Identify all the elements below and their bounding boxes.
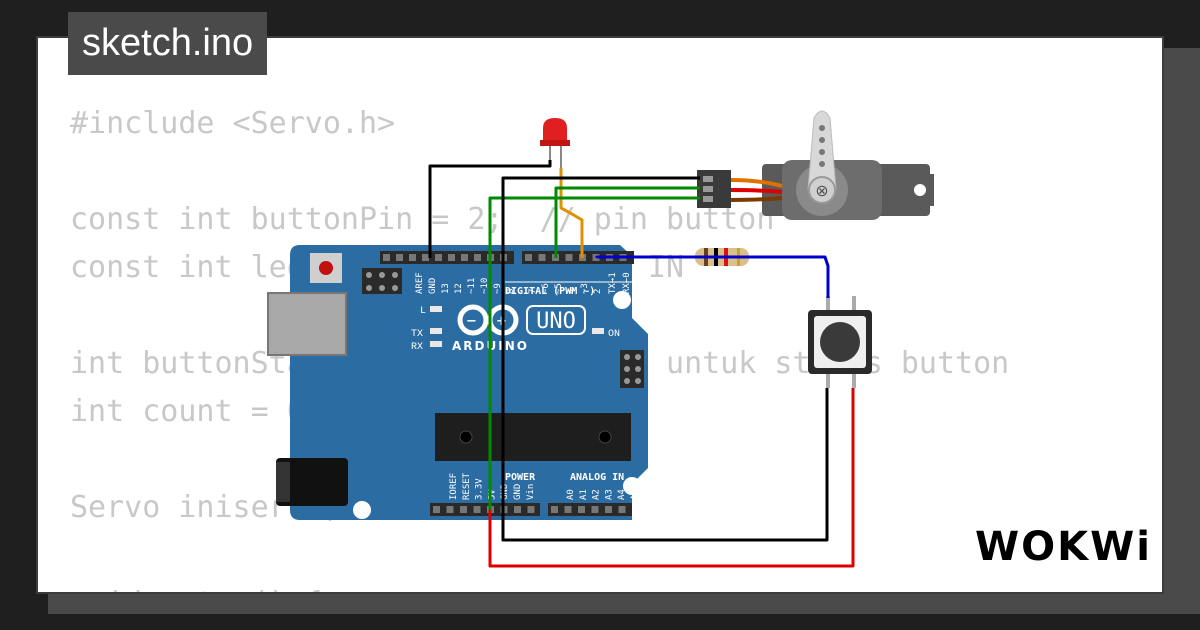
svg-text:+: + bbox=[496, 314, 507, 329]
pin-hole[interactable] bbox=[578, 506, 585, 513]
pin-hole[interactable] bbox=[527, 506, 535, 513]
header-power bbox=[430, 503, 540, 516]
pin-label: ~10 bbox=[480, 278, 490, 294]
code-line: void setup() { bbox=[70, 580, 1009, 592]
pin-hole[interactable] bbox=[409, 254, 416, 261]
icsp-header bbox=[362, 268, 402, 294]
digital-label: DIGITAL (PWM ~) bbox=[505, 286, 595, 297]
led-tx bbox=[430, 328, 442, 334]
wire-servo-5v bbox=[488, 196, 700, 510]
red-led[interactable] bbox=[540, 118, 570, 168]
pin-label: GND bbox=[500, 484, 510, 500]
pin-label: ~11 bbox=[467, 278, 477, 294]
pin-label: ~5 bbox=[554, 283, 564, 294]
mounting-hole bbox=[613, 291, 631, 309]
pin-label: 3.3V bbox=[475, 478, 485, 500]
code-line: #include <Servo.h> bbox=[70, 106, 396, 141]
pin-hole[interactable] bbox=[446, 506, 454, 513]
push-button[interactable] bbox=[808, 296, 872, 388]
usb-port bbox=[267, 292, 347, 356]
wire-servo-gnd bbox=[501, 176, 829, 542]
pin-hole[interactable] bbox=[591, 506, 599, 513]
pin-label: 12 bbox=[454, 283, 464, 294]
pin-label: RESET bbox=[462, 472, 472, 500]
pin-label: A4 bbox=[617, 489, 627, 500]
wire-led-pin3 bbox=[559, 168, 584, 258]
uno-label: UNO bbox=[536, 309, 576, 334]
pin-label: RX←0 bbox=[622, 272, 632, 294]
servo-connector bbox=[697, 170, 783, 208]
led-tx-label: TX bbox=[411, 329, 423, 340]
code-line: const int buttonPin = 2; // pin button bbox=[70, 202, 775, 237]
power-jack bbox=[276, 458, 348, 506]
pin-hole[interactable] bbox=[551, 506, 558, 513]
pin-hole[interactable] bbox=[605, 506, 612, 513]
wire-servo-signal bbox=[554, 186, 700, 258]
icsp-header-right bbox=[620, 350, 644, 388]
pin-label: A0 bbox=[566, 489, 576, 500]
pin-hole[interactable] bbox=[473, 506, 481, 513]
led-rx-label: RX bbox=[411, 342, 423, 353]
pin-hole[interactable] bbox=[396, 254, 403, 261]
pin-hole[interactable] bbox=[460, 506, 467, 513]
pin-label: 8 bbox=[506, 289, 516, 294]
pin-label: AREF bbox=[415, 272, 425, 294]
pin-label: 4 bbox=[567, 289, 577, 294]
pin-label: A2 bbox=[592, 489, 602, 500]
pin-hole[interactable] bbox=[433, 506, 440, 513]
led-l-label: L bbox=[420, 306, 426, 317]
arduino-uno-board[interactable]: L TX RX ON − + UNO ARDUINO DIGITAL (PWM … bbox=[267, 245, 648, 520]
pin-label: TX→1 bbox=[608, 272, 618, 294]
wire-led-gnd bbox=[428, 160, 552, 258]
pin-hole[interactable] bbox=[448, 254, 455, 261]
pin-label: GND bbox=[513, 484, 523, 500]
power-label: POWER bbox=[505, 472, 536, 483]
wires bbox=[428, 160, 855, 568]
pin-hole[interactable] bbox=[383, 254, 390, 261]
analog-in-label: ANALOG IN bbox=[570, 472, 624, 483]
wire-button-pin2 bbox=[595, 255, 830, 298]
servo-motor[interactable]: ⊗ bbox=[762, 110, 934, 220]
pin-hole[interactable] bbox=[565, 254, 573, 261]
pin-label: ~9 bbox=[493, 283, 503, 294]
on-label: ON bbox=[608, 329, 620, 340]
pin-hole[interactable] bbox=[538, 254, 546, 261]
pin-label: ~6 bbox=[541, 283, 551, 294]
led-rx bbox=[430, 341, 442, 347]
led-on bbox=[592, 328, 604, 334]
wire-button-5v bbox=[488, 388, 855, 568]
wokwi-logo: WOKWi bbox=[975, 524, 1152, 570]
led-l bbox=[430, 306, 442, 312]
mounting-hole bbox=[353, 501, 371, 519]
pin-hole[interactable] bbox=[525, 254, 532, 261]
pin-label: IOREF bbox=[449, 473, 459, 500]
pin-hole[interactable] bbox=[474, 254, 481, 261]
pin-label: 13 bbox=[441, 283, 451, 294]
pin-label: 7 bbox=[528, 289, 538, 294]
mounting-hole bbox=[623, 477, 641, 495]
pin-hole[interactable] bbox=[618, 506, 626, 513]
uno-badge bbox=[526, 305, 586, 335]
pin-hole[interactable] bbox=[422, 254, 429, 261]
pin-label: A1 bbox=[579, 489, 589, 500]
pin-label: 5V bbox=[487, 489, 497, 500]
pin-hole[interactable] bbox=[435, 254, 442, 261]
pin-label: 2 bbox=[593, 289, 603, 294]
pin-hole[interactable] bbox=[564, 506, 572, 513]
pin-label: A5 bbox=[630, 489, 640, 500]
file-tab[interactable]: sketch.ino bbox=[68, 12, 268, 75]
pin-hole[interactable] bbox=[461, 254, 468, 261]
pin-label: Vin bbox=[526, 484, 536, 500]
pin-label: ~3 bbox=[580, 283, 590, 294]
svg-text:⊗: ⊗ bbox=[815, 181, 828, 200]
pin-hole[interactable] bbox=[514, 506, 521, 513]
pin-label: GND bbox=[428, 278, 438, 294]
svg-text:−: − bbox=[466, 314, 477, 329]
pin-label: A3 bbox=[604, 489, 614, 500]
